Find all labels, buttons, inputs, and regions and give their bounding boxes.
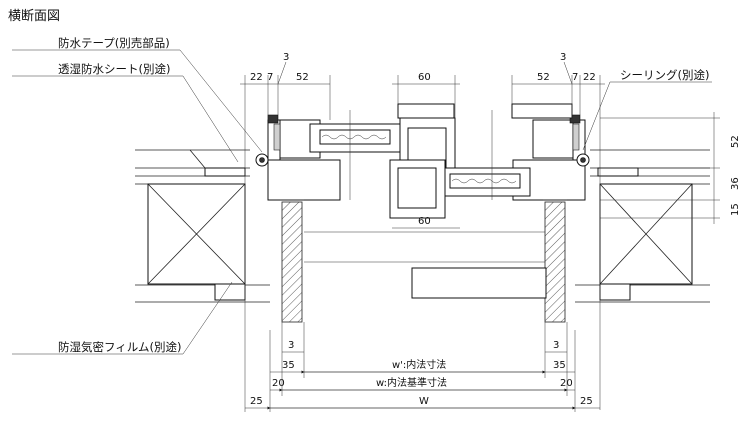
dim-top-right-52: 52 — [537, 72, 550, 83]
dim-bottom-left-20: 20 — [272, 378, 285, 389]
drawing-title: 横断面図 — [8, 9, 60, 24]
dim-mid-center-60: 60 — [418, 216, 431, 227]
frame-right — [389, 103, 590, 323]
dim-top-center-60: 60 — [418, 72, 431, 83]
dim-top-left-7: 7 — [267, 72, 273, 83]
dim-bottom-right-35: 35 — [553, 360, 566, 371]
dim-bottom-left-35: 35 — [282, 360, 295, 371]
right-side-dimensions — [600, 112, 720, 224]
dim-bottom-left-3: 3 — [288, 340, 294, 351]
dim-top-left-3: 3 — [283, 52, 289, 63]
callout-waterproof-tape: 防水テープ(別売部品) — [58, 36, 170, 50]
dim-w-prime: w':内法寸法 — [392, 358, 446, 371]
callout-breathable-sheet: 透湿防水シート(別途) — [58, 62, 170, 76]
dim-W: W — [419, 396, 429, 407]
dim-bottom-left-25: 25 — [250, 396, 263, 407]
dim-w-base: w:内法基準寸法 — [376, 376, 447, 389]
dim-top-right-7: 7 — [572, 72, 578, 83]
dim-bottom-right-20: 20 — [560, 378, 573, 389]
dim-top-right-3: 3 — [560, 52, 566, 63]
dim-right-36: 36 — [730, 177, 741, 190]
bottom-dimensions — [245, 351, 600, 410]
dim-top-right-22: 22 — [583, 72, 596, 83]
interior-rails — [304, 110, 547, 299]
wall-left — [135, 149, 270, 303]
callout-sealing: シーリング(別途) — [620, 68, 709, 82]
dim-top-left-22: 22 — [250, 72, 263, 83]
callout-vapor-film: 防湿気密フィルム(別途) — [58, 340, 182, 354]
top-dimensions — [240, 61, 605, 229]
callout-leaders — [12, 49, 712, 355]
dim-bottom-right-25: 25 — [580, 396, 593, 407]
wall-right — [575, 149, 710, 303]
dim-right-15: 15 — [730, 203, 741, 216]
dim-top-left-52: 52 — [296, 72, 309, 83]
dim-right-52: 52 — [730, 135, 741, 148]
dim-bottom-right-3: 3 — [553, 340, 559, 351]
